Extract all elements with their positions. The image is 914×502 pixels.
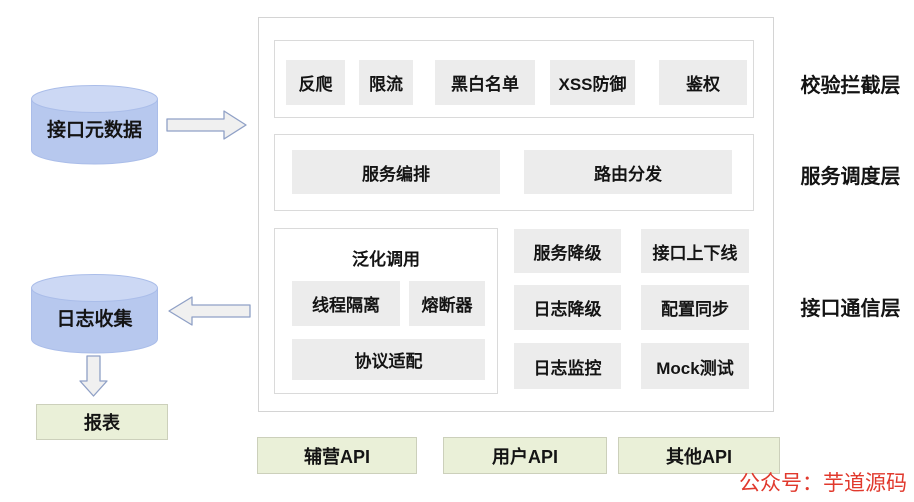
communication-layer-label: 接口通信层 [800, 298, 901, 320]
mock-test-chip: Mock测试 [641, 343, 749, 389]
route-dispatch-chip: 路由分发 [524, 150, 732, 194]
auxiliary-api-box: 辅营API [257, 437, 417, 474]
log-database: 日志收集 [31, 274, 158, 354]
anti-crawler-chip: 反爬 [286, 60, 345, 105]
protocol-adapter-chip: 协议适配 [292, 339, 485, 380]
generic-invoke-title: 泛化调用 [352, 250, 420, 269]
user-api-label: 用户API [491, 446, 558, 467]
arrow-right-icon [166, 110, 247, 140]
api-online-offline-chip: 接口上下线 [641, 229, 749, 273]
other-api-box: 其他API [618, 437, 780, 474]
auth-chip: 鉴权 [659, 60, 747, 105]
generic-invoke-group: 泛化调用 线程隔离 熔断器 协议适配 [274, 228, 498, 394]
metadata-database: 接口元数据 [31, 85, 158, 165]
report-box: 报表 [36, 404, 168, 440]
service-degrade-chip: 服务降级 [514, 229, 621, 273]
validation-layer-label: 校验拦截层 [800, 75, 901, 97]
log-degrade-chip: 日志降级 [514, 285, 621, 330]
watermark-text: 公众号：芋道源码 [739, 471, 907, 495]
log-database-label: 日志收集 [56, 309, 133, 330]
scheduling-layer-label: 服务调度层 [800, 166, 901, 188]
thread-isolation-chip: 线程隔离 [292, 281, 400, 326]
scheduling-layer-group: 服务编排 路由分发 [274, 134, 754, 211]
database-cylinder-icon [31, 274, 158, 354]
gateway-panel: 反爬 限流 黑白名单 XSS防御 鉴权 服务编排 路由分发 泛化调用 线程隔离 … [258, 17, 774, 412]
metadata-database-label: 接口元数据 [46, 120, 142, 141]
config-sync-chip: 配置同步 [641, 285, 749, 330]
log-monitor-chip: 日志监控 [514, 343, 621, 389]
report-label: 报表 [84, 413, 120, 433]
arrow-left-icon [168, 296, 251, 326]
validation-layer-group: 反爬 限流 黑白名单 XSS防御 鉴权 [274, 40, 754, 118]
service-orchestration-chip: 服务编排 [292, 150, 500, 194]
xss-defense-chip: XSS防御 [550, 60, 635, 105]
rate-limit-chip: 限流 [359, 60, 413, 105]
other-api-label: 其他API [665, 446, 732, 467]
auxiliary-api-label: 辅营API [303, 446, 370, 467]
user-api-box: 用户API [443, 437, 607, 474]
database-cylinder-icon [31, 85, 158, 165]
black-white-list-chip: 黑白名单 [435, 60, 535, 105]
circuit-breaker-chip: 熔断器 [409, 281, 485, 326]
arrow-down-icon [79, 355, 108, 397]
